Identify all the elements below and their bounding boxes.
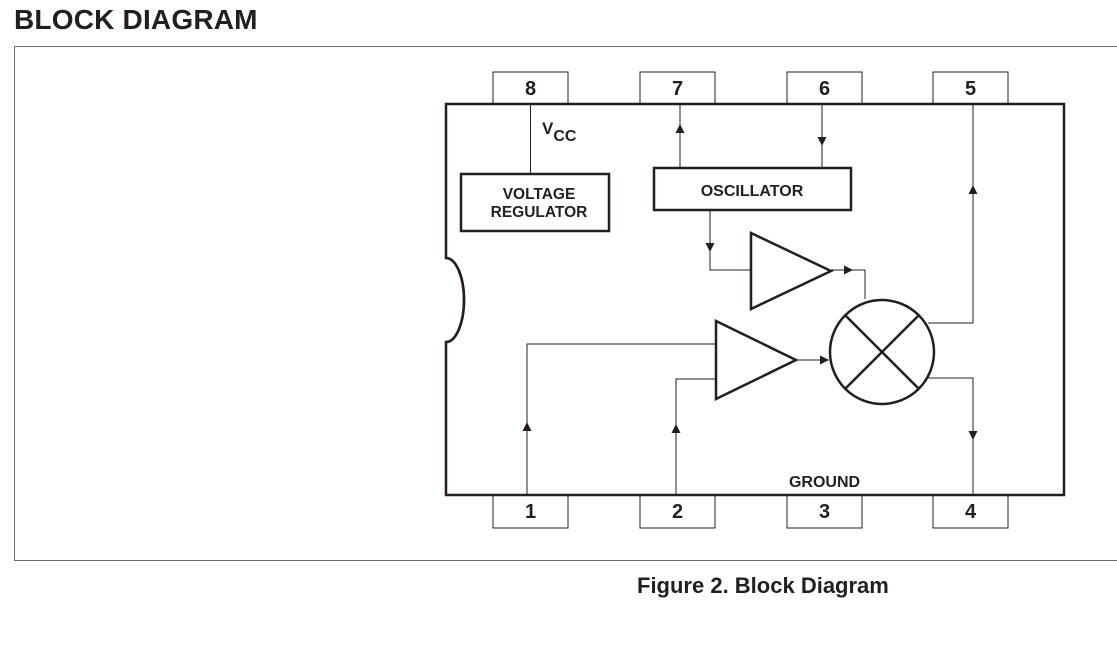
pin-8: 8 [492, 71, 569, 105]
buffer-input-wire [709, 252, 751, 271]
oscillator-label: OSCILLATOR [701, 183, 804, 200]
vcc-label: VCC [542, 119, 577, 145]
pin-7-number: 7 [672, 78, 683, 100]
pin2-to-amplifier-wire [675, 378, 716, 424]
voltage-regulator-block: VOLTAGE REGULATOR [459, 172, 611, 233]
pin-1-number: 1 [525, 501, 536, 523]
mixer-symbol [828, 298, 936, 406]
pin-5: 5 [932, 71, 1009, 105]
pin-4: 4 [932, 494, 1009, 529]
pin-3: 3 [786, 494, 863, 529]
pin-2-number: 2 [672, 501, 683, 523]
regulator-label-line1: VOLTAGE [503, 186, 576, 203]
section-heading: BLOCK DIAGRAM [14, 4, 258, 35]
pin-5-number: 5 [965, 78, 976, 100]
ground-label: GROUND [789, 474, 860, 491]
diagram-frame [14, 46, 1117, 561]
pin-2: 2 [639, 494, 716, 529]
pin1-notch [445, 256, 466, 344]
pin-6-number: 6 [819, 78, 830, 100]
pin-3-number: 3 [819, 501, 830, 523]
pin-4-number: 4 [965, 501, 977, 523]
pin-8-number: 8 [525, 78, 536, 100]
mixer-to-pin4-wire [928, 377, 978, 440]
pin-7: 7 [639, 71, 716, 105]
oscillator-buffer-amplifier [749, 231, 834, 311]
pin-6: 6 [786, 71, 863, 105]
pin1-to-amplifier-wire [526, 343, 716, 422]
mixer-to-pin5-wire [928, 185, 978, 324]
input-amplifier [714, 319, 799, 401]
oscillator-block: OSCILLATOR [652, 166, 853, 212]
buffer-to-mixer-wire [853, 269, 866, 299]
regulator-label-line2: REGULATOR [491, 204, 588, 221]
figure-caption: Figure 2. Block Diagram [637, 573, 889, 598]
pin-1: 1 [492, 494, 569, 529]
